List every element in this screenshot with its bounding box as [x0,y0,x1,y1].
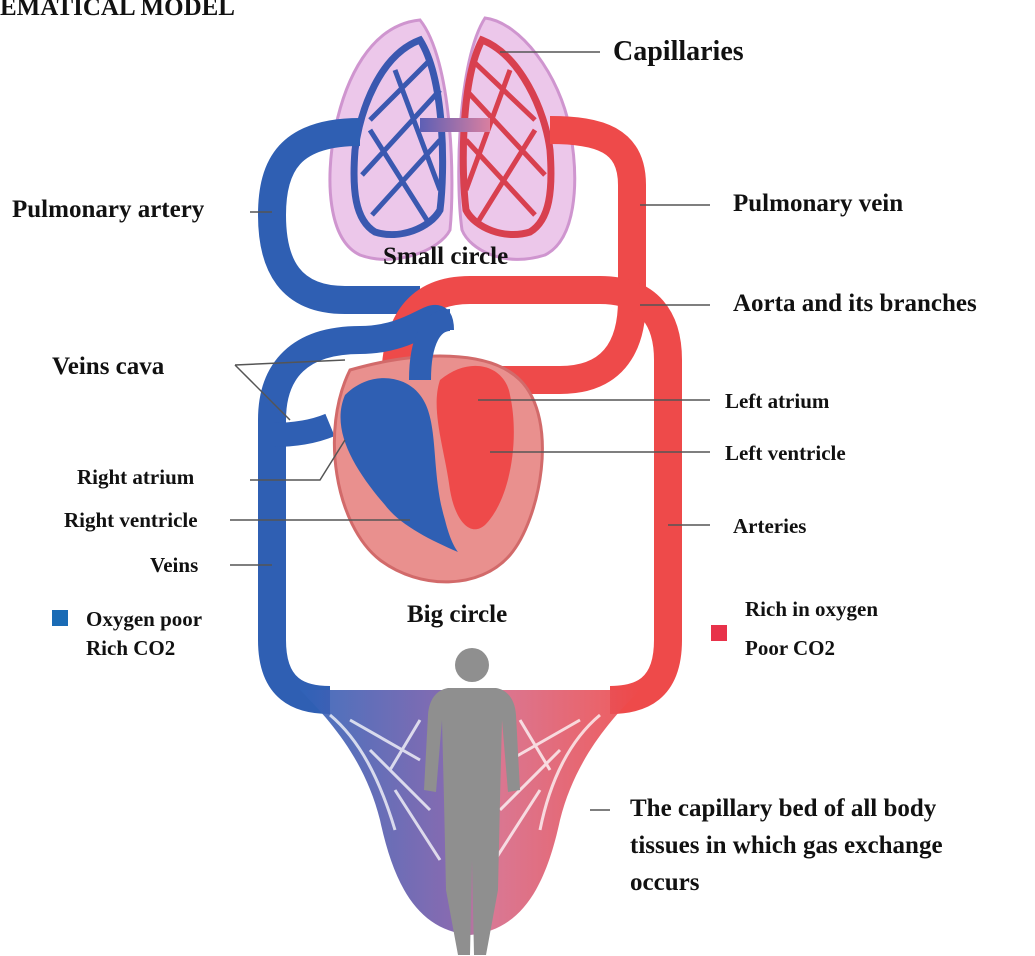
lung-connector [420,118,490,132]
heart [334,320,542,582]
legend-blue-line2: Rich CO2 [86,636,175,660]
left-atrium-label: Left atrium [725,389,829,413]
right-atrium-label: Right atrium [77,465,194,489]
capillary-bed-label-line3: occurs [630,869,699,898]
pulmonary-vein-label: Pulmonary vein [733,190,903,219]
capillary-bed-label-line1: The capillary bed of all body [630,795,936,824]
veins-cava-label: Veins cava [52,353,164,382]
legend-blue-line1: Oxygen poor [86,607,202,631]
arteries-label: Arteries [733,514,806,538]
legend-red-line1: Rich in oxygen [745,597,878,621]
small-circle-label: Small circle [383,243,508,272]
page-title: EMATICAL MODEL [0,0,235,23]
aorta-label: Aorta and its branches [733,290,977,319]
big-circle-label: Big circle [407,601,507,630]
lungs [330,18,575,259]
pulmonary-artery-label: Pulmonary artery [12,196,204,225]
right-ventricle-label: Right ventricle [64,508,198,532]
legend-blue-swatch [52,610,68,626]
left-ventricle-label: Left ventricle [725,441,846,465]
veins-label: Veins [150,553,198,577]
legend-red-line2: Poor CO2 [745,636,835,660]
legend-red-swatch [711,625,727,641]
capillaries-label: Capillaries [613,36,744,68]
capillary-bed-label-line2: tissues in which gas exchange [630,832,943,861]
